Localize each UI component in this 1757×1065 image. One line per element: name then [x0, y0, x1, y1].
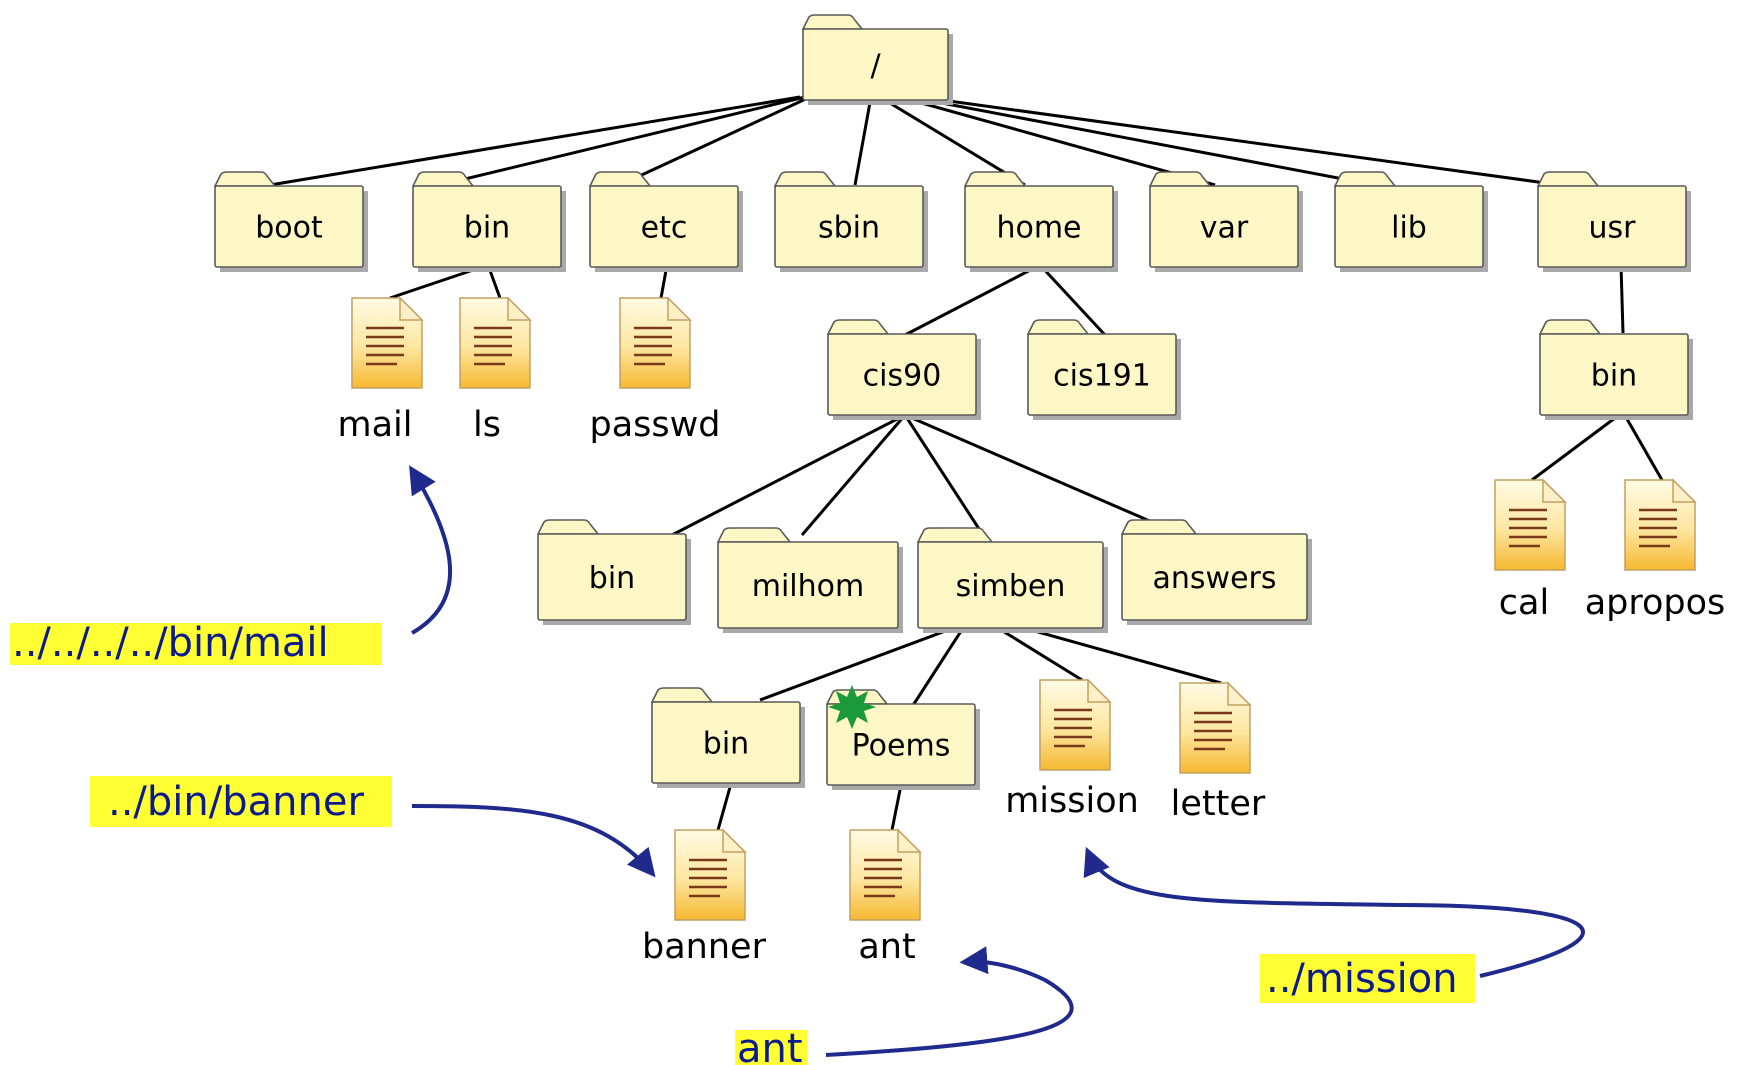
ant-path-text: ant	[737, 1026, 803, 1065]
file-label-passwd: passwd	[590, 405, 721, 445]
folder-cis90-bin: bin	[536, 519, 691, 625]
document-icon	[1494, 478, 1567, 571]
folder-label-answers: answers	[1153, 561, 1277, 596]
folder-lib: lib	[1333, 171, 1488, 272]
folder-label-cis90-bin: bin	[589, 561, 635, 596]
folder-var: var	[1148, 171, 1303, 272]
folder-answers: answers	[1120, 519, 1312, 625]
document-icon	[674, 828, 747, 921]
folder-label-cis90: cis90	[863, 359, 942, 394]
folder-cis191: cis191	[1026, 319, 1181, 420]
folder-label-simben: simben	[956, 569, 1066, 604]
files-layer: mail ls passwd cal apropos mission letter banne…	[338, 296, 1726, 967]
file-mission: mission	[1005, 678, 1139, 821]
folders-layer: / boot bin etc sbin home var lib usr cis90 cis191 b…	[213, 14, 1693, 790]
document-icon	[1179, 681, 1252, 774]
file-label-apropos: apropos	[1585, 583, 1726, 623]
path-label-mission: ../mission	[1260, 954, 1475, 1003]
file-label-mission: mission	[1005, 781, 1139, 821]
folder-label-sbin: sbin	[818, 211, 880, 246]
file-cal: cal	[1494, 478, 1567, 623]
folder-label-root: /	[870, 49, 881, 84]
file-ls: ls	[459, 296, 532, 445]
file-apropos: apropos	[1585, 478, 1726, 623]
file-label-letter: letter	[1171, 784, 1266, 824]
file-letter: letter	[1171, 681, 1266, 824]
banner-path-text: ../bin/banner	[108, 779, 364, 825]
folder-simben: simben	[916, 527, 1108, 633]
folder-home: home	[963, 171, 1118, 272]
folder-cis90: cis90	[826, 319, 981, 420]
file-label-banner: banner	[642, 927, 767, 967]
folder-label-poems: Poems	[852, 729, 951, 764]
folder-label-usr-bin: bin	[1591, 359, 1637, 394]
mail-path-text: ../../../../bin/mail	[12, 620, 329, 666]
file-mail: mail	[338, 296, 424, 445]
folder-label-bin: bin	[464, 211, 510, 246]
folder-poems: Poems	[825, 689, 980, 790]
document-icon	[351, 296, 424, 389]
folder-sbin: sbin	[773, 171, 928, 272]
path-label-mail: ../../../../bin/mail	[10, 620, 382, 666]
folder-usr-bin: bin	[1538, 319, 1693, 420]
folder-label-simben-bin: bin	[703, 727, 749, 762]
folder-label-home: home	[996, 211, 1081, 246]
folder-label-boot: boot	[255, 211, 323, 246]
folder-boot: boot	[213, 171, 368, 272]
path-label-ant: ant	[735, 1026, 807, 1065]
folder-usr: usr	[1536, 171, 1691, 272]
tree-links	[269, 95, 1664, 831]
file-label-mail: mail	[338, 405, 413, 445]
file-label-ant: ant	[858, 927, 915, 967]
folder-label-var: var	[1200, 211, 1249, 246]
document-icon	[459, 296, 532, 389]
folder-label-milhom: milhom	[752, 569, 865, 604]
folder-bin: bin	[411, 171, 566, 272]
folder-milhom: milhom	[716, 527, 903, 633]
document-icon	[849, 828, 922, 921]
current-directory-star-icon	[828, 685, 876, 729]
folder-simben-bin: bin	[650, 687, 805, 788]
document-icon	[1039, 678, 1112, 771]
folder-root: /	[801, 14, 953, 105]
file-label-cal: cal	[1499, 583, 1549, 623]
file-ant: ant	[849, 828, 922, 967]
folder-label-etc: etc	[641, 211, 688, 246]
document-icon	[619, 296, 692, 389]
folder-label-usr: usr	[1589, 211, 1637, 246]
file-banner: banner	[642, 828, 767, 967]
folder-label-lib: lib	[1391, 211, 1427, 246]
folder-label-cis191: cis191	[1053, 359, 1151, 394]
file-passwd: passwd	[590, 296, 721, 445]
path-arrows	[409, 465, 1585, 1057]
file-label-ls: ls	[473, 405, 501, 445]
folder-etc: etc	[588, 171, 743, 272]
path-label-banner: ../bin/banner	[90, 776, 392, 827]
document-icon	[1624, 478, 1697, 571]
mission-path-text: ../mission	[1266, 956, 1458, 1002]
